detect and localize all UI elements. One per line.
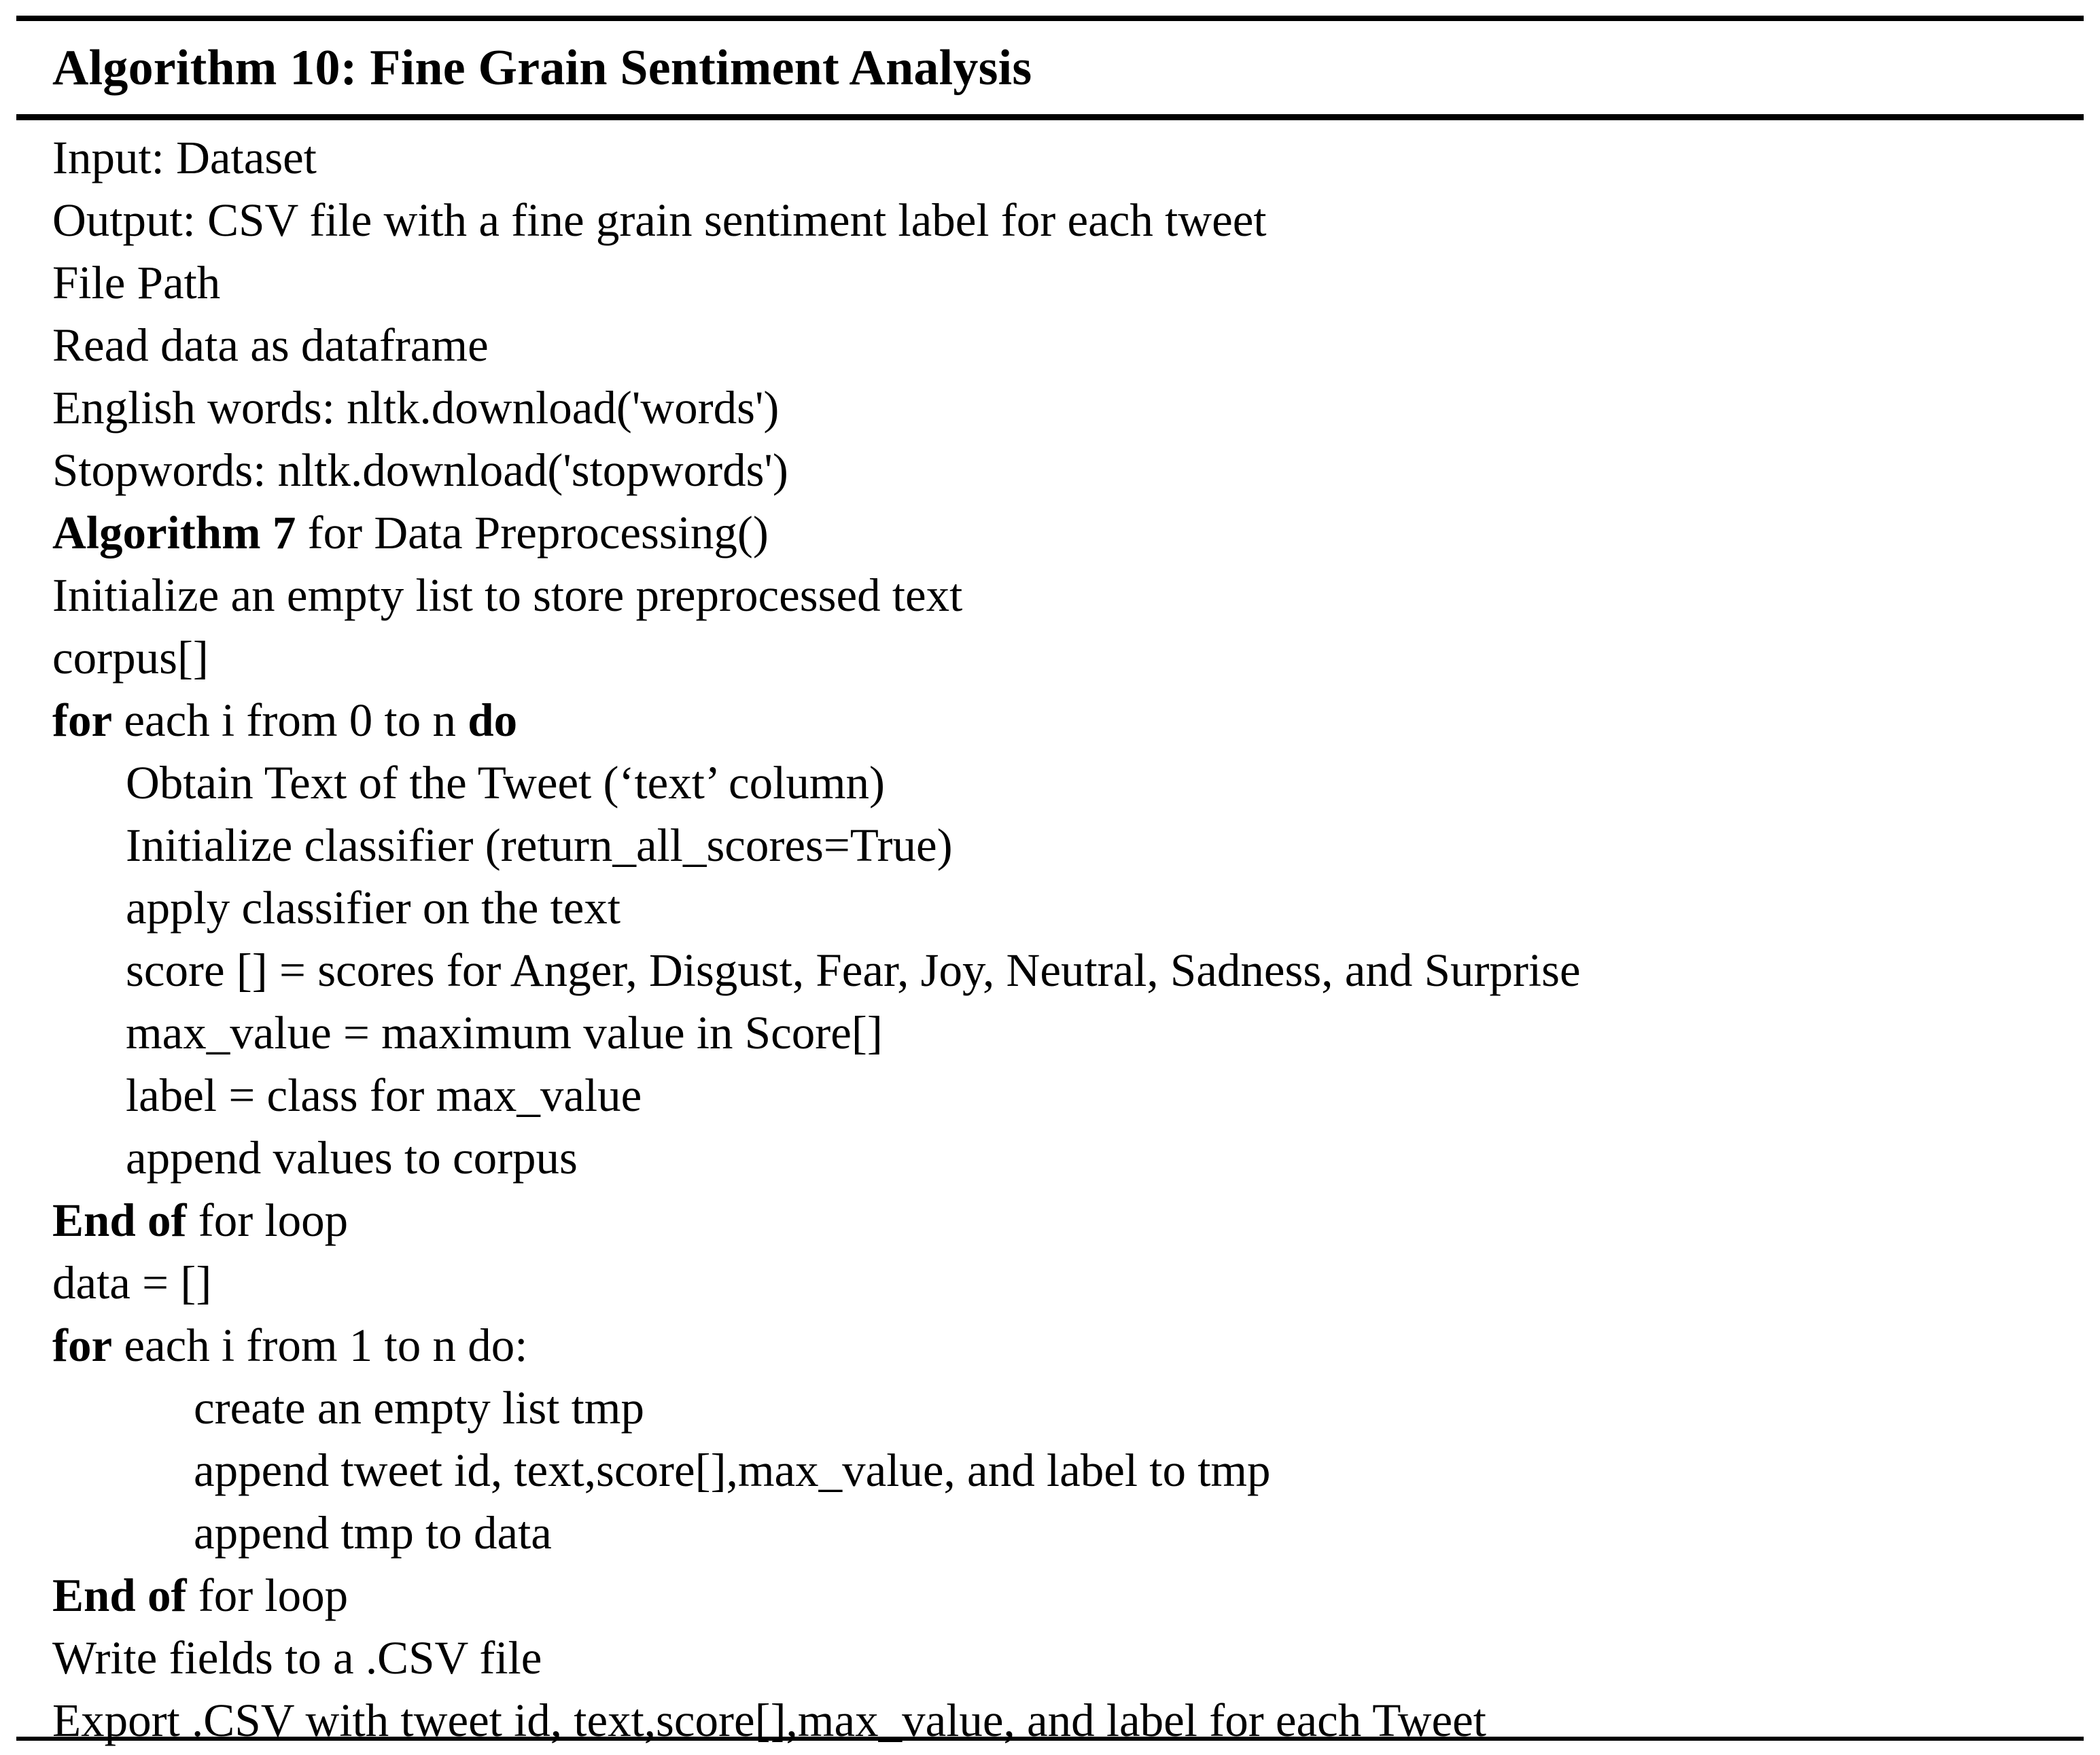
top-rule [16,16,2084,21]
line-text: Obtain Text of the Tweet (‘text’ column) [126,757,886,809]
algorithm-line: Read data as dataframe [52,314,2100,376]
line-text: for loop [186,1570,349,1621]
algorithm-line: append tmp to data [52,1502,2100,1564]
algorithm-line: Export .CSV with tweet id, text,score[],… [52,1689,2100,1752]
algorithm-line: create an empty list tmp [52,1377,2100,1439]
keyword-text: Algorithm 7 [52,507,296,559]
algorithm-line: corpus[] [52,626,2100,689]
line-text: File Path [52,257,221,308]
algorithm-line: Obtain Text of the Tweet (‘text’ column) [52,751,2100,814]
algorithm-line: English words: nltk.download('words') [52,376,2100,439]
keyword-text: do [468,694,518,746]
algorithm-title: Algorithm 10: Fine Grain Sentiment Analy… [52,39,1032,96]
keyword-text: End of [52,1570,187,1621]
keyword-text: End of [52,1194,187,1246]
algorithm-line: for each i from 0 to n do [52,689,2100,751]
line-text: append values to corpus [126,1132,578,1184]
algorithm-line: Write fields to a .CSV file [52,1627,2100,1689]
algorithm-line: Initialize an empty list to store prepro… [52,564,2100,626]
algorithm-line: apply classifier on the text [52,876,2100,939]
line-text: Input: Dataset [52,132,317,183]
line-text: Initialize an empty list to store prepro… [52,569,963,621]
line-text: each i from 0 to n [112,694,468,746]
line-text: Read data as dataframe [52,319,489,371]
algorithm-line: End of for loop [52,1564,2100,1627]
line-text: create an empty list tmp [194,1382,644,1434]
algorithm-line: max_value = maximum value in Score[] [52,1001,2100,1064]
line-text: max_value = maximum value in Score[] [126,1007,883,1059]
line-text: Write fields to a .CSV file [52,1632,542,1684]
algorithm-line: score [] = scores for Anger, Disgust, Fe… [52,939,2100,1001]
keyword-text: for [52,694,113,746]
algorithm-line: Output: CSV file with a fine grain senti… [52,189,2100,251]
line-text: Initialize classifier (return_all_scores… [126,819,953,871]
algorithm-line: File Path [52,251,2100,314]
line-text: Output: CSV file with a fine grain senti… [52,194,1267,246]
bottom-rule [16,1737,2084,1741]
line-text: append tmp to data [194,1507,552,1559]
line-text: for Data Preprocessing() [296,507,769,559]
algorithm-line: for each i from 1 to n do: [52,1314,2100,1377]
algorithm-line: Stopwords: nltk.download('stopwords') [52,439,2100,501]
line-text: data = [] [52,1257,212,1309]
line-text: for loop [186,1194,349,1246]
algorithm-line: Algorithm 7 for Data Preprocessing() [52,501,2100,564]
line-text: apply classifier on the text [126,882,621,934]
line-text: label = class for max_value [126,1069,642,1121]
algorithm-line: End of for loop [52,1189,2100,1252]
line-text: append tweet id, text,score[],max_value,… [194,1444,1271,1496]
line-text: Stopwords: nltk.download('stopwords') [52,444,788,496]
algorithm-header: Algorithm 10: Fine Grain Sentiment Analy… [52,21,1032,114]
algorithm-line: append tweet id, text,score[],max_value,… [52,1439,2100,1502]
algorithm-line: data = [] [52,1252,2100,1314]
line-text: each i from 1 to n do: [112,1319,528,1371]
line-text: corpus[] [52,632,209,684]
header-separator-rule [16,114,2084,120]
algorithm-line: Initialize classifier (return_all_scores… [52,814,2100,876]
algorithm-line: label = class for max_value [52,1064,2100,1127]
keyword-text: for [52,1319,113,1371]
line-text: score [] = scores for Anger, Disgust, Fe… [126,944,1581,996]
algorithm-line: Input: Dataset [52,126,2100,189]
algorithm-line: append values to corpus [52,1127,2100,1189]
line-text: English words: nltk.download('words') [52,382,780,433]
